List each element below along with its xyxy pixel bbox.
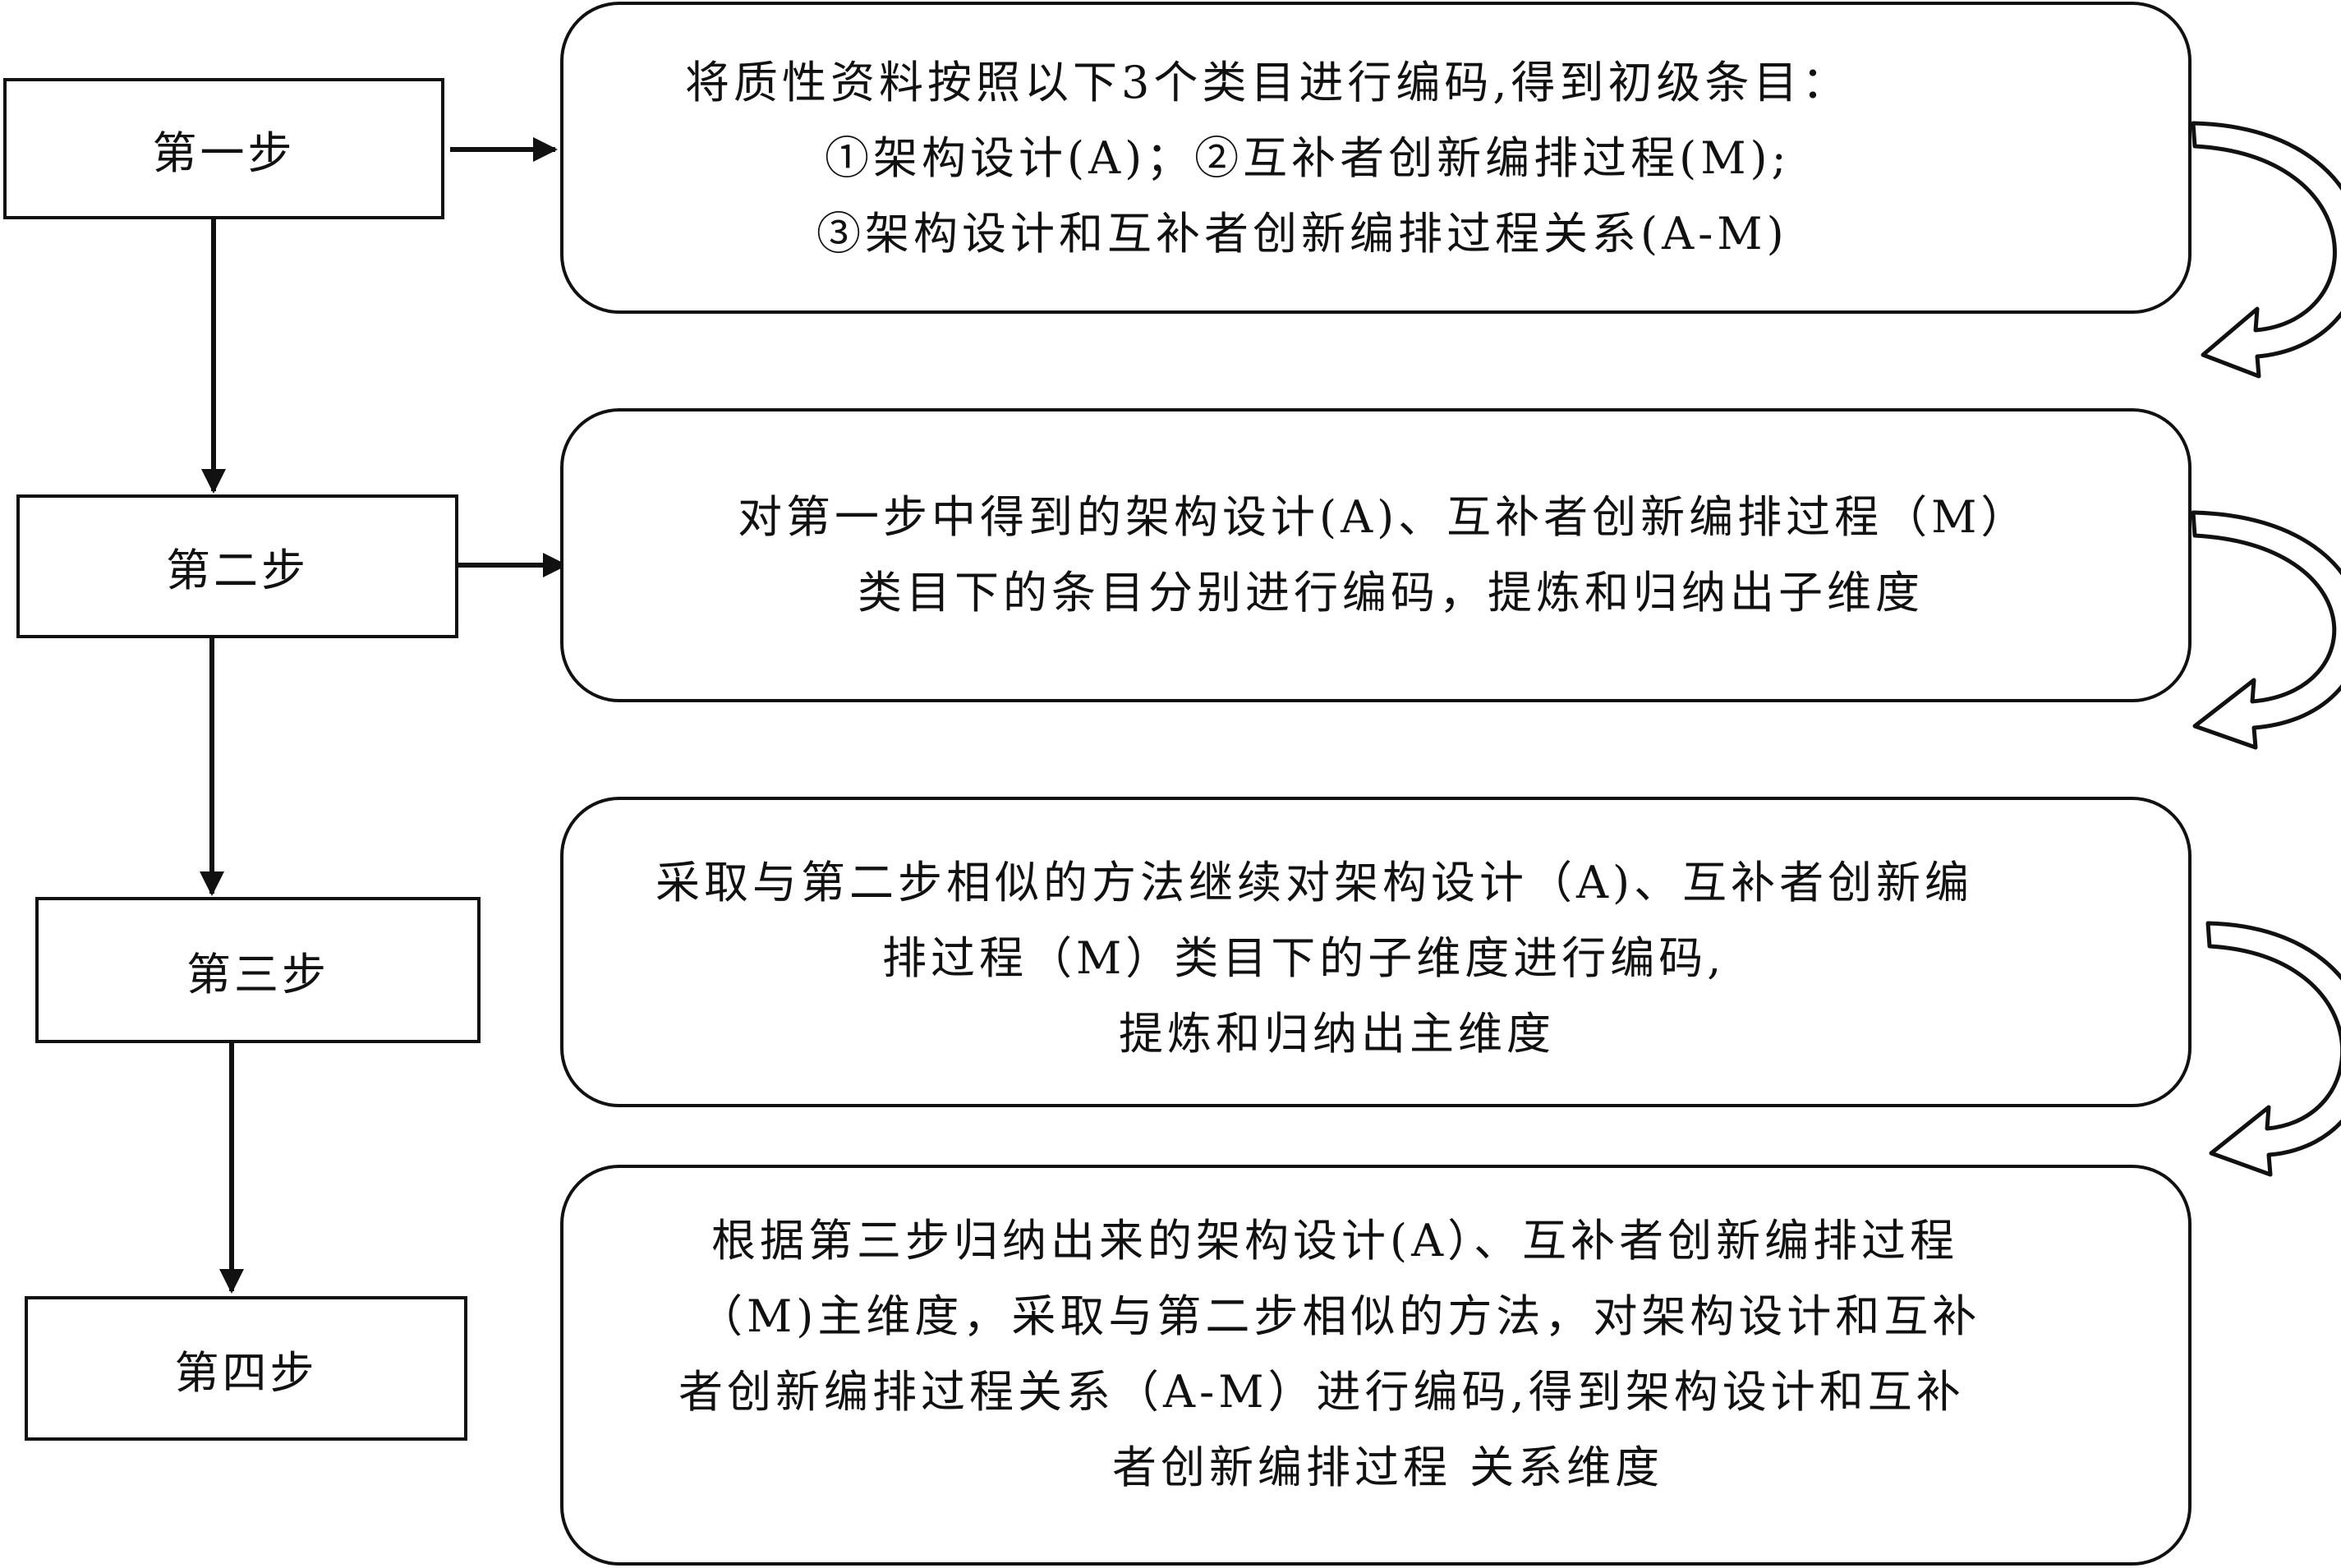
step-2-box: 第二步 [16, 494, 458, 638]
step-4-line-3: 者创新编排过程关系（A-M）进行编码,得到架构设计和互补 [678, 1366, 1965, 1418]
step-1-line-3: ③架构设计和互补者创新编排过程关系(A-M) [816, 208, 1788, 260]
step-2-label: 第二步 [166, 545, 309, 596]
step-3-description-panel: 采取与第二步相似的方法继续对架构设计（A)、互补者创新编 排过程（M）类目下的子… [560, 797, 2192, 1107]
step-1-box: 第一步 [3, 78, 444, 219]
step-2-line-2: 类目下的条目分别进行编码，提炼和归纳出子维度 [858, 567, 1924, 618]
step-4-label: 第四步 [174, 1346, 318, 1399]
step-4-line-2: （M)主维度，采取与第二步相似的方法，对架构设计和互补 [698, 1290, 1981, 1342]
step-1-line-2: ①架构设计(A)；②互补者创新编排过程(M); [825, 132, 1791, 184]
step-3-label: 第三步 [186, 948, 329, 1000]
step-3-line-1: 采取与第二步相似的方法继续对架构设计（A)、互补者创新编 [655, 857, 1974, 908]
step-2-description-panel: 对第一步中得到的架构设计(A)、互补者创新编排过程（M） 类目下的条目分别进行编… [560, 408, 2192, 702]
curved-arrow-panel2-to-panel3 [2191, 510, 2341, 750]
step-4-box: 第四步 [25, 1296, 467, 1441]
step-3-line-3: 提炼和归纳出主维度 [1119, 1008, 1555, 1060]
curved-arrow-panel1-to-panel2 [2191, 121, 2341, 379]
step-1-line-1: 将质性资料按照以下3个类目进行编码,得到初级条目： [685, 57, 1851, 108]
step-3-line-2: 排过程（M）类目下的子维度进行编码, [882, 932, 1726, 984]
step-1-label: 第一步 [152, 126, 296, 179]
curved-arrow-panel3-to-panel4 [2205, 921, 2341, 1177]
step-2-line-1: 对第一步中得到的架构设计(A)、互补者创新编排过程（M） [738, 491, 2030, 543]
step-1-description-panel: 将质性资料按照以下3个类目进行编码,得到初级条目： ①架构设计(A)；②互补者创… [560, 2, 2192, 314]
step-4-description-panel: 根据第三步归纳出来的架构设计(A）、互补者创新编排过程 （M)主维度，采取与第二… [560, 1165, 2192, 1566]
step-3-box: 第三步 [35, 897, 481, 1043]
step-4-line-1: 根据第三步归纳出来的架构设计(A）、互补者创新编排过程 [711, 1215, 1959, 1267]
step-4-line-4: 者创新编排过程 关系维度 [1112, 1442, 1664, 1493]
